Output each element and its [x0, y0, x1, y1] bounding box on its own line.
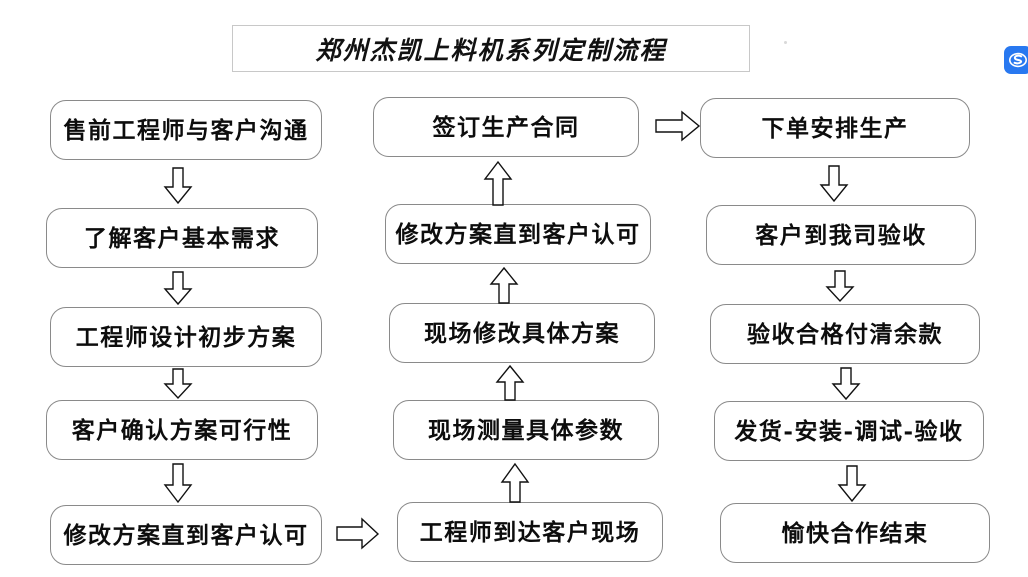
arrow-down-icon — [831, 367, 861, 401]
arrow-down-icon — [163, 368, 193, 400]
process-node-15[interactable]: 愉快合作结束 — [720, 503, 990, 563]
arrow-down-icon — [837, 465, 867, 503]
brand-logo-icon — [1004, 46, 1028, 74]
process-node-7[interactable]: 修改方案直到客户认可 — [385, 204, 651, 264]
process-node-label: 现场测量具体参数 — [428, 416, 624, 444]
arrow-down-icon — [163, 463, 193, 504]
process-node-label: 售前工程师与客户沟通 — [63, 116, 309, 144]
process-node-label: 验收合格付清余款 — [747, 320, 943, 348]
arrow-up-icon — [495, 364, 525, 401]
process-node-14[interactable]: 发货-安装-调试-验收 — [714, 401, 984, 461]
process-node-6[interactable]: 签订生产合同 — [373, 97, 639, 157]
process-node-label: 修改方案直到客户认可 — [63, 521, 309, 549]
process-node-5[interactable]: 修改方案直到客户认可 — [50, 505, 322, 565]
process-node-label: 了解客户基本需求 — [84, 224, 280, 252]
diagram-title-box: 郑州杰凯上料机系列定制流程 — [232, 25, 750, 72]
process-node-2[interactable]: 了解客户基本需求 — [46, 208, 318, 268]
process-node-13[interactable]: 验收合格付清余款 — [710, 304, 980, 364]
arrow-down-icon — [819, 165, 849, 203]
process-node-3[interactable]: 工程师设计初步方案 — [50, 307, 322, 367]
process-node-label: 下单安排生产 — [761, 114, 909, 142]
arrow-right-icon — [655, 110, 701, 142]
process-node-10[interactable]: 工程师到达客户现场 — [397, 502, 663, 562]
process-node-11[interactable]: 下单安排生产 — [700, 98, 970, 158]
arrow-up-icon — [483, 160, 513, 206]
image-artifact-speck — [784, 41, 787, 44]
process-node-label: 客户确认方案可行性 — [71, 416, 293, 444]
process-node-label: 签订生产合同 — [432, 113, 580, 141]
process-node-label: 愉快合作结束 — [781, 519, 929, 547]
arrow-down-icon — [163, 271, 193, 306]
process-node-label: 修改方案直到客户认可 — [395, 220, 641, 248]
process-node-label: 工程师到达客户现场 — [419, 518, 641, 546]
process-node-label: 工程师设计初步方案 — [75, 323, 297, 351]
process-node-label: 发货-安装-调试-验收 — [734, 417, 964, 445]
arrow-down-icon — [163, 167, 193, 205]
process-node-4[interactable]: 客户确认方案可行性 — [46, 400, 318, 460]
process-node-label: 现场修改具体方案 — [424, 319, 620, 347]
process-node-9[interactable]: 现场测量具体参数 — [393, 400, 659, 460]
process-node-12[interactable]: 客户到我司验收 — [706, 205, 976, 265]
process-node-8[interactable]: 现场修改具体方案 — [389, 303, 655, 363]
arrow-up-icon — [500, 462, 530, 503]
arrow-up-icon — [489, 266, 519, 304]
process-node-1[interactable]: 售前工程师与客户沟通 — [50, 100, 322, 160]
diagram-title: 郑州杰凯上料机系列定制流程 — [315, 35, 667, 65]
process-node-label: 客户到我司验收 — [755, 221, 927, 249]
arrow-down-icon — [825, 270, 855, 303]
arrow-right-icon — [336, 517, 380, 550]
